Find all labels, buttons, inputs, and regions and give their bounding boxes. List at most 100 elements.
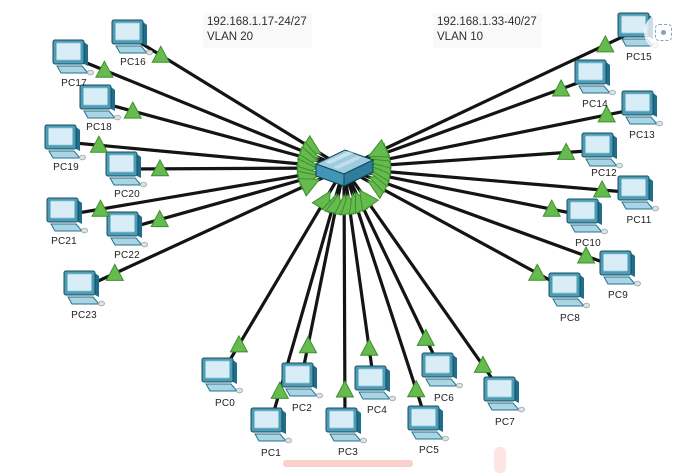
link-status-arrow-pc-end: [595, 34, 615, 53]
pc-node-pc9[interactable]: [599, 250, 641, 287]
link-status-arrow-pc-end: [105, 263, 125, 281]
pc-label-pc13: PC13: [629, 130, 655, 141]
pc-node-pc2[interactable]: [281, 362, 323, 399]
pc-node-pc8[interactable]: [548, 272, 590, 309]
pc-node-pc6[interactable]: [421, 352, 463, 389]
pc-node-pc10[interactable]: [566, 198, 608, 235]
mouse-icon: [616, 162, 623, 169]
link-pc13: [342, 106, 643, 170]
mouse-icon: [316, 392, 323, 399]
link-status-arrow-pc-end: [89, 135, 109, 153]
pc-label-pc4: PC4: [366, 405, 388, 416]
mouse-icon: [114, 114, 121, 121]
pc-node-pc11[interactable]: [617, 175, 659, 212]
pc-node-pc22[interactable]: [106, 211, 148, 248]
mouse-icon: [141, 241, 148, 248]
camera-dot-icon: [660, 29, 666, 35]
link-status-arrow-pc-end: [123, 101, 143, 119]
mouse-icon: [360, 437, 367, 444]
switch-node[interactable]: [314, 149, 375, 187]
pc-label-pc2: PC2: [291, 403, 313, 414]
pc-label-pc8: PC8: [559, 313, 581, 324]
pc-node-pc16[interactable]: [111, 19, 153, 56]
pc-node-pc20[interactable]: [105, 151, 147, 188]
pc-label-pc9: PC9: [607, 290, 629, 301]
pc-node-pc18[interactable]: [79, 84, 121, 121]
pc-label-pc17: PC17: [61, 78, 87, 89]
pc-node-pc0[interactable]: [201, 357, 243, 394]
mouse-icon: [601, 228, 608, 235]
watermark-smudge-right: [494, 447, 506, 473]
link-status-arrow-pc-end: [91, 199, 110, 217]
pc-node-pc23[interactable]: [63, 270, 105, 307]
link-status-arrow-pc-end: [406, 379, 426, 398]
pc-node-pc3[interactable]: [325, 407, 367, 444]
pc-node-pc19[interactable]: [44, 124, 86, 161]
pc-label-pc23: PC23: [71, 310, 97, 321]
link-pc23: [81, 166, 346, 290]
pc-label-pc12: PC12: [591, 168, 617, 179]
link-status-arrow-pc-end: [150, 158, 170, 177]
link-status-arrow-pc-end: [556, 142, 576, 160]
pc-label-pc3: PC3: [337, 447, 359, 458]
pc-label-pc6: PC6: [433, 393, 455, 404]
note-vlan20-vlan: VLAN 20: [207, 31, 254, 43]
pc-node-pc13[interactable]: [621, 90, 663, 127]
link-status-arrow-switch-end: [358, 189, 380, 212]
pc-node-pc14[interactable]: [574, 59, 616, 96]
pc-label-pc14: PC14: [582, 99, 608, 110]
watermark-smudge-bottom: [283, 460, 413, 467]
note-vlan10-vlan: VLAN 10: [437, 31, 484, 43]
pc-label-pc20: PC20: [114, 189, 140, 200]
pc-label-pc7: PC7: [494, 417, 516, 428]
pc-label-pc5: PC5: [418, 445, 440, 456]
mouse-icon: [98, 300, 105, 307]
note-vlan10-subnet: 192.168.1.33-40/27: [437, 16, 537, 28]
link-status-arrow-pc-end: [270, 381, 290, 399]
link-status-arrow-pc-end: [597, 104, 617, 123]
pc-node-pc4[interactable]: [354, 365, 396, 402]
link-status-arrow-pc-end: [527, 263, 547, 281]
mouse-icon: [79, 154, 86, 161]
link-status-arrow-pc-end: [416, 328, 436, 346]
pc-node-pc17[interactable]: [52, 39, 94, 76]
mouse-icon: [389, 395, 396, 402]
mouse-icon: [285, 437, 292, 444]
pc-label-pc19: PC19: [53, 162, 79, 173]
mouse-icon: [656, 120, 663, 127]
link-status-arrow-pc-end: [151, 45, 171, 63]
link-status-arrow-pc-end: [359, 338, 379, 356]
pc-label-pc1: PC1: [260, 448, 282, 459]
link-status-arrow-pc-end: [592, 179, 612, 198]
mouse-icon: [634, 280, 641, 287]
pc-node-pc21[interactable]: [46, 197, 88, 234]
link-status-arrow-switch-end: [297, 178, 321, 197]
pc-node-pc1[interactable]: [250, 407, 292, 444]
mouse-icon: [456, 382, 463, 389]
pc-label-pc22: PC22: [114, 250, 140, 261]
pc-label-pc15: PC15: [626, 52, 652, 63]
link-status-arrow-pc-end: [473, 355, 493, 373]
link-status-arrow-pc-end: [150, 209, 170, 228]
pc-label-pc16: PC16: [120, 57, 146, 68]
mouse-icon: [609, 89, 616, 96]
pc-node-pc5[interactable]: [407, 405, 449, 442]
mouse-icon: [236, 387, 243, 394]
link-status-arrow-pc-end: [551, 78, 571, 97]
mouse-icon: [87, 69, 94, 76]
camera-frame-icon: [654, 23, 672, 41]
mouse-icon: [583, 302, 590, 309]
pc-node-pc7[interactable]: [483, 376, 525, 413]
note-vlan20: 192.168.1.17-24/27 VLAN 20: [203, 13, 312, 48]
link-status-arrow-switch-end: [367, 138, 391, 158]
link-status-arrow-pc-end: [335, 379, 355, 398]
pc-node-pc12[interactable]: [581, 132, 623, 169]
link-status-arrow-pc-end: [298, 335, 318, 354]
image-watermark-badge: [644, 13, 680, 51]
pc-label-pc21: PC21: [51, 236, 77, 247]
mouse-icon: [518, 406, 525, 413]
pc-label-pc0: PC0: [214, 398, 236, 409]
mouse-icon: [442, 435, 449, 442]
mouse-icon: [146, 49, 153, 56]
